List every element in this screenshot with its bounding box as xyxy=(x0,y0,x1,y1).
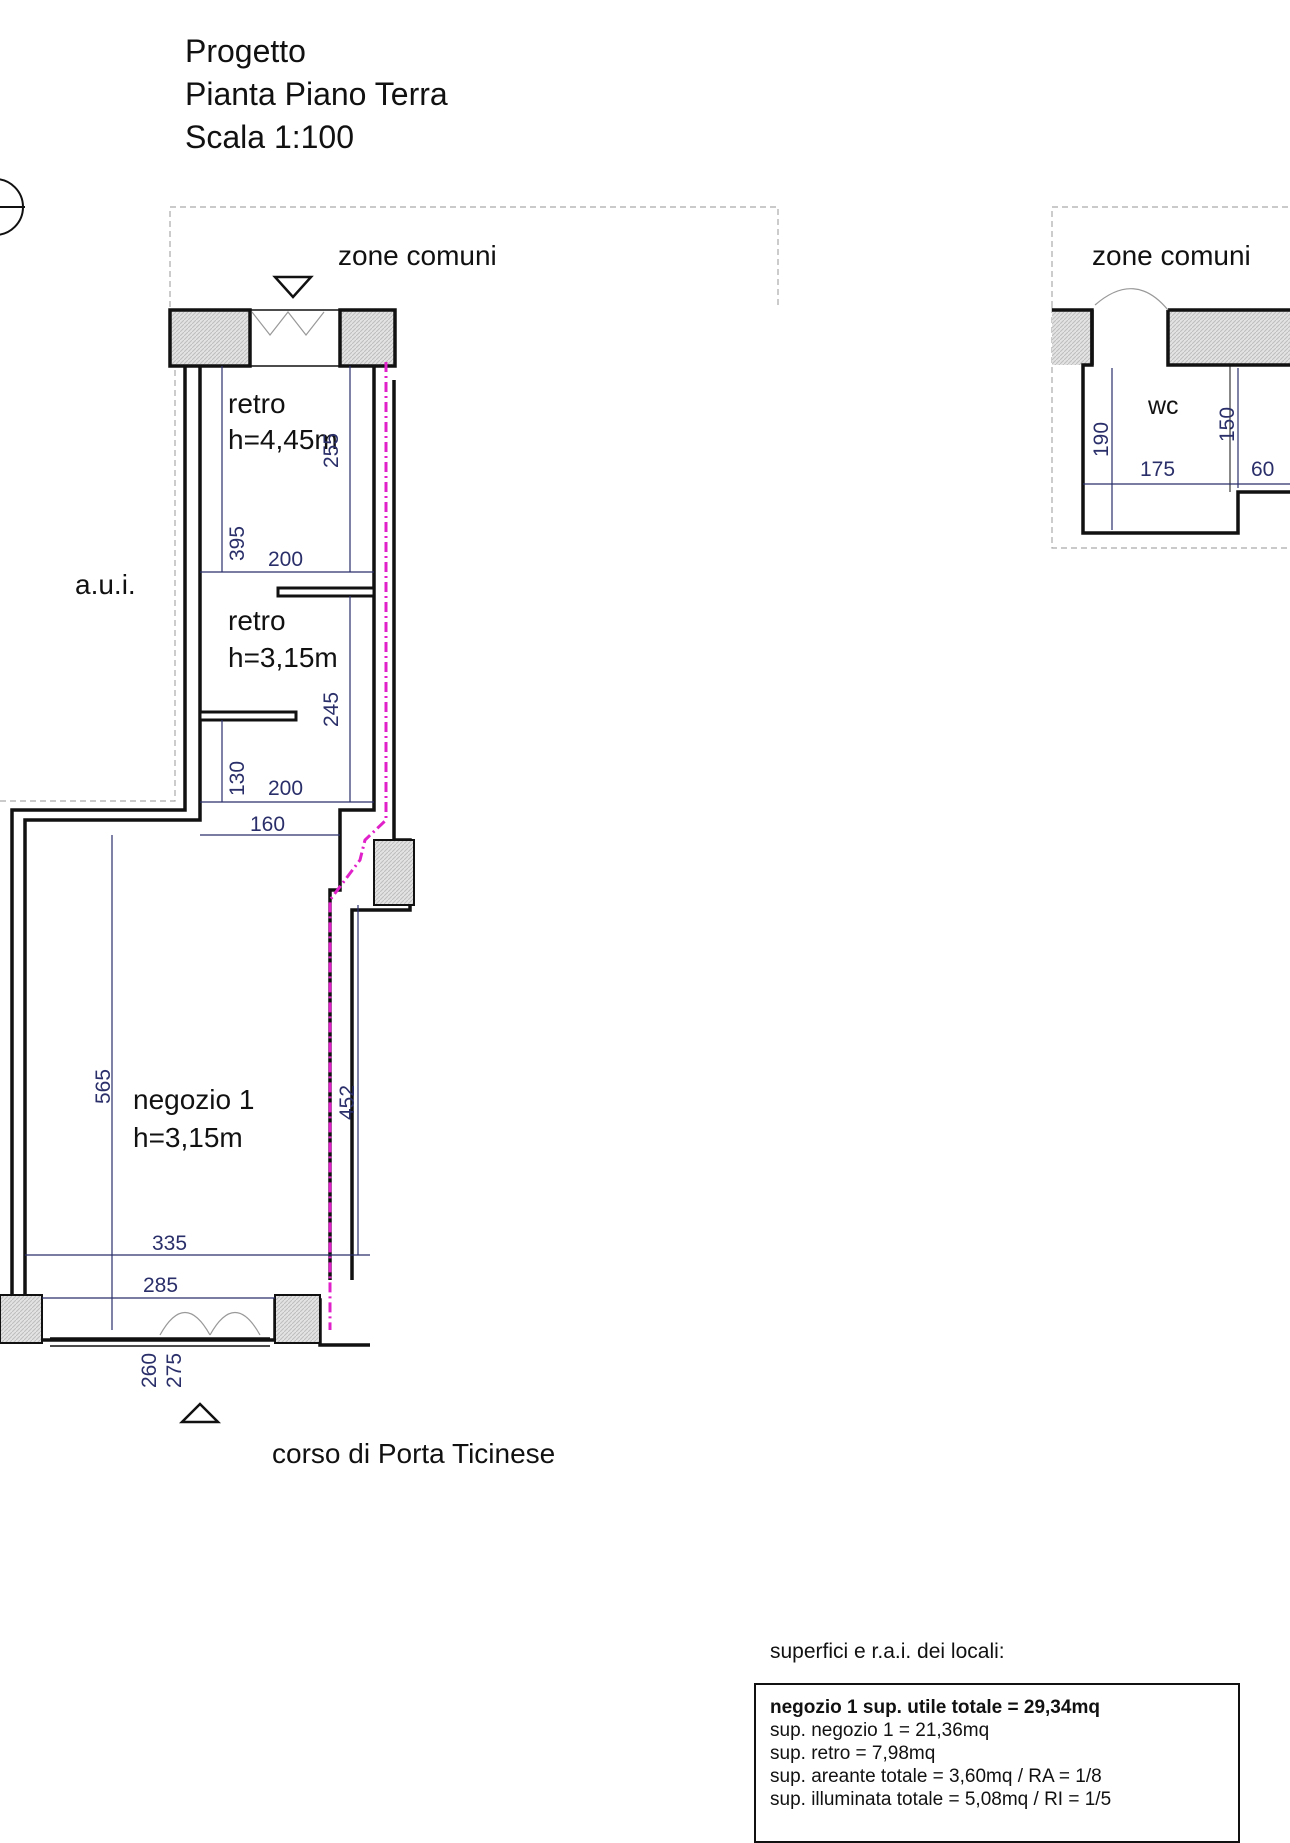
wc-walls xyxy=(1052,308,1290,535)
legend-line-retro: sup. retro = 7,98mq xyxy=(770,1743,936,1764)
service-line xyxy=(328,362,388,1330)
dim-wc-175: 175 xyxy=(1140,458,1176,481)
dim-200-bottom: 200 xyxy=(268,777,304,800)
room-retro-1-height: h=4,45m xyxy=(228,424,338,455)
room-wc-name: wc xyxy=(1148,392,1179,420)
dim-565: 565 xyxy=(92,1068,115,1104)
label-zone-comuni-right: zone comuni xyxy=(1092,240,1251,271)
common-zone-boundary-right xyxy=(1051,206,1290,549)
legend-line-total: negozio 1 sup. utile totale = 29,34mq xyxy=(770,1697,1100,1718)
dim-160: 160 xyxy=(250,813,286,836)
dim-260: 260 xyxy=(138,1352,161,1388)
room-retro-2-height: h=3,15m xyxy=(228,642,338,673)
label-aui: a.u.i. xyxy=(75,569,136,600)
dim-wc-150: 150 xyxy=(1216,406,1239,442)
dim-452: 452 xyxy=(336,1084,359,1120)
dimension-lines xyxy=(25,366,374,1330)
dim-200-top: 200 xyxy=(268,548,304,571)
label-street: corso di Porta Ticinese xyxy=(272,1438,556,1469)
legend-line-areante: sup. areante totale = 3,60mq / RA = 1/8 xyxy=(770,1766,1102,1787)
dim-wc-190: 190 xyxy=(1090,421,1113,457)
dim-255: 255 xyxy=(320,432,343,468)
label-zone-comuni-left: zone comuni xyxy=(338,240,497,271)
legend-line-illuminata: sup. illuminata totale = 5,08mq / RI = 1… xyxy=(770,1789,1112,1810)
dim-245: 245 xyxy=(320,691,343,727)
scale-label: Scala 1:100 xyxy=(185,119,355,155)
room-negozio-height: h=3,15m xyxy=(133,1122,243,1153)
legend-box: negozio 1 sup. utile totale = 29,34mq su… xyxy=(754,1683,1240,1843)
aui-boundary xyxy=(0,370,176,802)
north-arrow-icon xyxy=(0,178,25,236)
room-retro-1-name: retro xyxy=(228,388,286,419)
drawing-title: Pianta Piano Terra xyxy=(185,76,448,112)
dim-335: 335 xyxy=(152,1232,188,1255)
dim-275: 275 xyxy=(163,1352,186,1388)
dim-395: 395 xyxy=(226,525,249,561)
legend-heading: superfici e r.a.i. dei locali: xyxy=(770,1640,1005,1663)
dim-130: 130 xyxy=(226,760,249,796)
room-retro-2-name: retro xyxy=(228,605,286,636)
title-block: Progetto Pianta Piano Terra Scala 1:100 xyxy=(185,30,448,159)
legend-line-negozio: sup. negozio 1 = 21,36mq xyxy=(770,1720,990,1741)
project-title: Progetto xyxy=(185,33,306,69)
walls xyxy=(0,308,412,1347)
wc-dimension-lines xyxy=(1083,368,1290,530)
room-negozio-name: negozio 1 xyxy=(133,1084,255,1115)
dim-285: 285 xyxy=(143,1274,179,1297)
dim-wc-60: 60 xyxy=(1251,458,1275,481)
entrance-marker-bottom-icon xyxy=(178,1402,222,1424)
common-zone-boundary-left xyxy=(169,206,779,307)
entrance-marker-top-icon xyxy=(272,275,314,299)
